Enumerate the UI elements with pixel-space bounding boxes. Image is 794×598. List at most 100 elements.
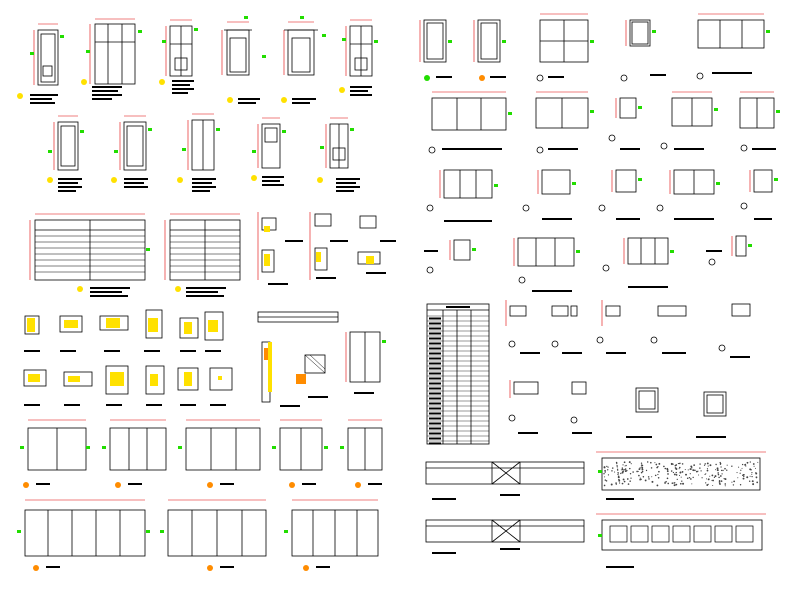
concrete-dot (641, 466, 644, 469)
concrete-dot (650, 461, 652, 464)
concrete-dot (678, 462, 680, 465)
concrete-dot (673, 473, 676, 476)
concrete-dot (641, 470, 644, 473)
table-rows (427, 315, 489, 445)
concrete-dot (736, 472, 738, 474)
concrete-dot (749, 475, 751, 477)
concrete-dot (664, 467, 667, 470)
concrete-dot (637, 470, 639, 472)
concrete-dot (709, 464, 712, 467)
door-elevation-d5 (281, 16, 326, 104)
concrete-dot (621, 482, 624, 485)
concrete-dot (681, 471, 684, 473)
profile-detail (24, 315, 40, 352)
concrete-dot (713, 476, 716, 478)
door-elevation-d2 (81, 18, 142, 100)
concrete-dot (692, 469, 695, 472)
concrete-dot (731, 481, 733, 483)
concrete-dot (625, 464, 627, 467)
frame-elevation-wide (284, 499, 379, 571)
window-elevation (424, 239, 476, 274)
concrete-dot (666, 470, 669, 473)
concrete-dot (739, 484, 742, 486)
concrete-dot (680, 476, 682, 478)
concrete-dot (673, 484, 676, 487)
concrete-dot (675, 474, 678, 476)
concrete-dot (679, 471, 682, 474)
concrete-dot (645, 469, 648, 472)
concrete-dot (724, 478, 727, 481)
concrete-dot (738, 466, 740, 468)
section-detail (696, 391, 727, 438)
concrete-dot (719, 461, 721, 464)
concrete-dot (617, 473, 619, 475)
door-elevation-row-2 (47, 113, 360, 192)
concrete-section (596, 451, 766, 500)
concrete-dot (744, 463, 746, 466)
concrete-dot (681, 463, 684, 465)
concrete-dot (752, 482, 754, 485)
concrete-dot (604, 479, 607, 481)
profile-detail (23, 369, 47, 406)
window-section-details (505, 300, 751, 438)
window-band-section (596, 513, 766, 568)
concrete-dot (604, 476, 606, 478)
concrete-dot (603, 472, 605, 475)
concrete-dot (651, 480, 654, 483)
concrete-dot (689, 473, 691, 475)
table-cell (429, 437, 441, 440)
concrete-dot (658, 470, 660, 473)
concrete-dot (739, 472, 741, 474)
concrete-dot (616, 468, 619, 471)
concrete-dot (740, 469, 742, 471)
door-details-sheet (17, 16, 396, 571)
concrete-dot (691, 483, 693, 485)
concrete-dot (617, 472, 619, 474)
concrete-dot (632, 471, 634, 473)
door-elevation-d11 (317, 117, 360, 192)
concrete-dot (741, 463, 744, 466)
concrete-dot (640, 465, 642, 467)
concrete-dot (686, 477, 689, 480)
concrete-dot (684, 469, 686, 471)
concrete-dot (630, 463, 632, 465)
profile-detail (204, 311, 224, 352)
frame-elevation (272, 419, 328, 488)
concrete-dot (752, 463, 755, 465)
window-elevation-row-4 (424, 235, 752, 292)
concrete-dot (688, 476, 691, 479)
door-elevation-d9 (177, 113, 220, 192)
table-cell (429, 347, 441, 350)
concrete-dot (701, 477, 703, 479)
concrete-dot (615, 482, 617, 484)
concrete-dot (724, 485, 726, 487)
concrete-dot (605, 480, 607, 482)
concrete-dot (695, 470, 698, 473)
concrete-dot (604, 471, 606, 473)
concrete-dot (717, 473, 720, 476)
concrete-dot (681, 480, 683, 482)
concrete-dot (624, 465, 626, 467)
concrete-dot (721, 473, 723, 475)
concrete-dot (666, 468, 669, 471)
concrete-dot (732, 484, 735, 486)
concrete-dot (756, 481, 759, 484)
section-detail (718, 303, 751, 358)
profile-detail (209, 367, 233, 406)
concrete-dot (723, 478, 725, 480)
concrete-dot (689, 468, 692, 470)
concrete-dot (672, 463, 674, 465)
table-cell (429, 327, 441, 330)
table-cell (429, 357, 441, 360)
concrete-dot (700, 470, 702, 472)
concrete-dot (640, 462, 643, 464)
concrete-dot (674, 465, 677, 467)
concrete-dot (676, 478, 678, 481)
concrete-dot (616, 465, 618, 467)
concrete-dot (685, 473, 687, 476)
concrete-dot (623, 480, 626, 483)
concrete-dot (658, 462, 661, 465)
window-elevation (696, 13, 770, 80)
concrete-dot (656, 484, 659, 487)
concrete-dot (648, 478, 650, 480)
